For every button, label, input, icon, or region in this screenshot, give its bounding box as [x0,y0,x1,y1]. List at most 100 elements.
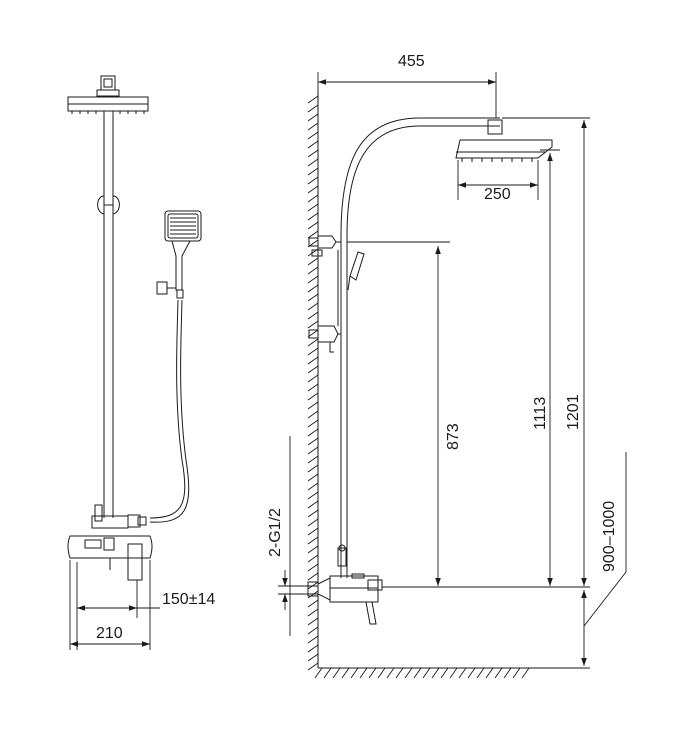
wall-hatch-line [307,563,319,572]
side-view: 455 250 873 1113 1201 900–1000 2-G1/2 [267,53,627,679]
wall-hatch-line [307,392,319,401]
side-extension-lines [278,72,627,669]
wall-hatch-line [307,662,319,671]
side-hand-shower [347,251,365,291]
wall-hatch-line [307,194,319,203]
floor-hatch-line [449,667,458,679]
floor-hatch-line [458,667,467,679]
wall-hatch-line [307,347,319,356]
wall-hatch-line [307,599,319,608]
floor-hatch-line [386,667,395,679]
front-dimensions [69,560,160,650]
wall-hatch-line [307,158,319,167]
front-view: 150±14 210 [67,75,215,650]
wall-hatch-line [307,176,319,185]
wall-hatch-line [307,554,319,563]
wall-hatch-line [307,365,319,374]
wall-hatch-line [307,581,319,590]
wall-hatch-line [307,401,319,410]
wall-hatch-line [307,329,319,338]
floor-hatch-line [431,667,440,679]
floor-hatch-line [413,667,422,679]
floor-hatch-line [359,667,368,679]
wall-hatch-line [307,428,319,437]
inlet-thread-label: 2-G1/2 [267,508,284,557]
floor-hatch-line [368,667,377,679]
wall-hatch-line [307,203,319,212]
front-mixer-valve [67,504,153,581]
inlet-spacing-label: 150±14 [162,591,215,608]
install-height-label: 900–1000 [601,501,618,572]
wall-hatch-line [307,95,319,104]
wall-hatch-line [307,410,319,419]
floor-hatch-line [323,667,332,679]
wall-hatch-line [307,221,319,230]
wall [307,90,319,671]
arm-reach-label: 455 [398,53,425,70]
wall-hatch-line [307,383,319,392]
top-to-valve-label: 1201 [565,394,582,430]
floor-hatch-line [521,667,530,679]
wall-hatch-line [307,635,319,644]
head-to-valve-label: 1113 [532,397,549,430]
wall-hatch-line [307,536,319,545]
wall-hatch-line [307,230,319,239]
wall-hatch-line [307,446,319,455]
wall-hatch-line [307,482,319,491]
side-riser-and-arm [340,117,500,578]
floor-hatch-line [395,667,404,679]
floor-hatch-line [377,667,386,679]
floor-hatch-line [341,667,350,679]
front-wall-bracket [97,195,120,215]
wall-hatch-line [307,284,319,293]
wall-hatch-line [307,626,319,635]
head-width-label: 250 [484,186,511,203]
wall-hatch-line [307,113,319,122]
floor-hatch-line [476,667,485,679]
wall-hatch-line [307,491,319,500]
wall-hatch-line [307,293,319,302]
wall-hatch-line [307,590,319,599]
floor-hatch-line [404,667,413,679]
front-riser-pipe [103,111,114,518]
wall-hatch-line [307,275,319,284]
wall-hatch-line [307,545,319,554]
wall-hatch-line [307,644,319,653]
floor-hatch-line [512,667,521,679]
wall-hatch-line [307,356,319,365]
wall-hatch-line [307,464,319,473]
floor-hatch-line [503,667,512,679]
wall-hatch-line [307,518,319,527]
wall-hatch-line [307,653,319,662]
floor-hatch-line [314,667,323,679]
wall-hatch-line [307,455,319,464]
wall-hatch-line [307,266,319,275]
wall-hatch-line [307,509,319,518]
wall-hatch-line [307,302,319,311]
wall-hatch-line [307,338,319,347]
side-overhead-shower-head [455,119,553,162]
wall-hatch-line [307,311,319,320]
wall-hatch-line [307,212,319,221]
floor-hatch-line [467,667,476,679]
wall-hatch-line [307,572,319,581]
wall-hatch-line [307,167,319,176]
valve-width-label: 210 [96,625,123,642]
floor-hatch-line [494,667,503,679]
wall-hatch-line [307,473,319,482]
wall-hatch-line [307,437,319,446]
wall-hatch-line [307,149,319,158]
wall-hatch-line [307,419,319,428]
wall-hatch-line [307,608,319,617]
wall-hatch-line [307,617,319,626]
wall-hatch-line [307,527,319,536]
side-upper-wall-bracket [308,235,341,257]
floor-hatch-line [332,667,341,679]
floor [314,667,530,679]
floor-hatch-line [350,667,359,679]
wall-hatch-line [307,140,319,149]
floor-hatch-line [422,667,431,679]
front-hand-shower [149,210,202,523]
wall-hatch-line [307,185,319,194]
wall-hatch-line [307,122,319,131]
